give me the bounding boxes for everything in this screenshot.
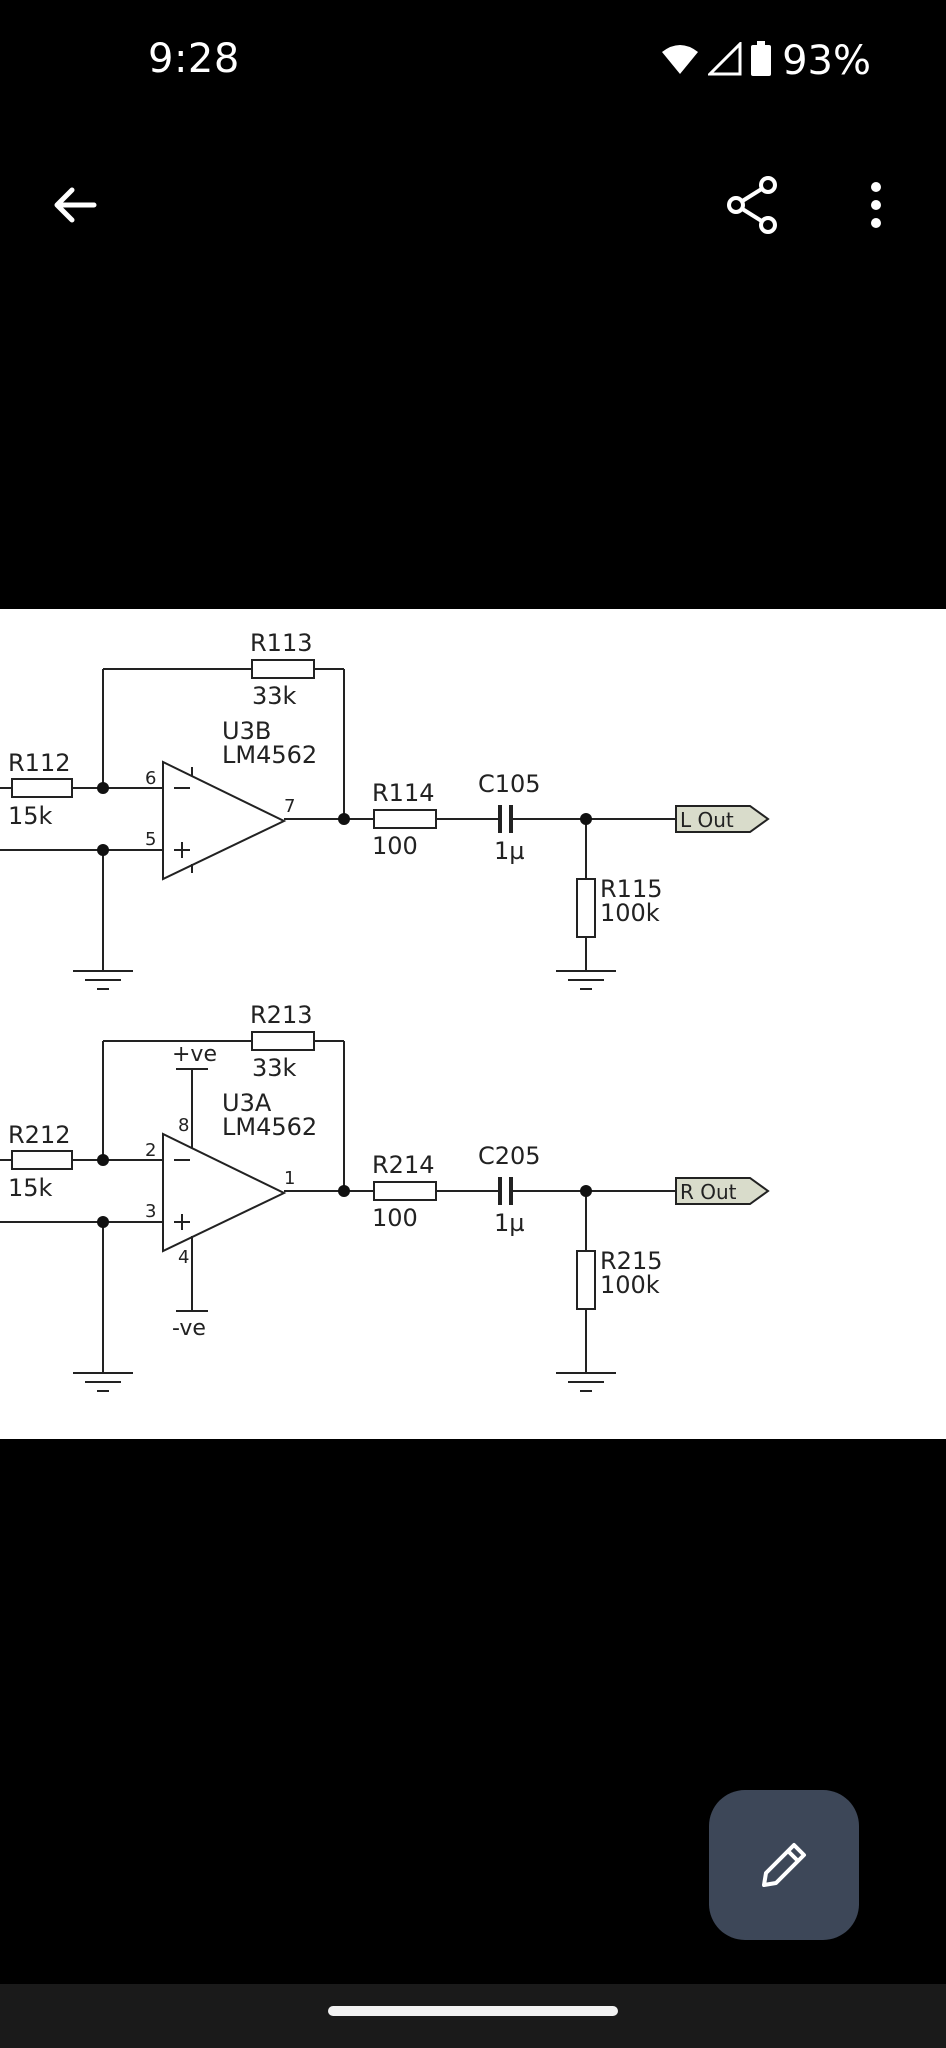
status-time: 9:28 bbox=[148, 36, 240, 82]
u3a-pin-vneg: 4 bbox=[178, 1247, 189, 1268]
top-app-bar bbox=[0, 150, 946, 260]
r212-value: 15k bbox=[8, 1174, 53, 1202]
u3b-pin-inv: 6 bbox=[145, 768, 156, 789]
r212-name: R212 bbox=[8, 1121, 70, 1149]
r114-name: R114 bbox=[372, 779, 434, 807]
c105-value: 1µ bbox=[494, 837, 525, 865]
c105-name: C105 bbox=[478, 770, 541, 798]
u3a-name: U3A bbox=[222, 1089, 272, 1117]
battery-percent: 93% bbox=[782, 38, 871, 84]
r112-name: R112 bbox=[8, 749, 70, 777]
r113-name: R113 bbox=[250, 629, 312, 657]
schematic-image: R113 33k U3B LM4562 R112 15k 6 5 7 R114 … bbox=[0, 629, 770, 1392]
u3b-pin-out: 7 bbox=[284, 796, 295, 817]
r115-name: R115 bbox=[600, 875, 662, 903]
r-out-label: R Out bbox=[680, 1180, 737, 1204]
cell-signal-icon bbox=[706, 40, 742, 80]
status-icons: 93% bbox=[660, 38, 871, 84]
r215-name: R215 bbox=[600, 1247, 662, 1275]
share-icon bbox=[727, 176, 777, 234]
r113-value: 33k bbox=[252, 682, 297, 710]
edit-pencil-icon bbox=[762, 1843, 806, 1887]
l-out-label: L Out bbox=[680, 808, 734, 832]
more-vert-icon bbox=[871, 182, 881, 228]
r215-value: 100k bbox=[600, 1271, 660, 1299]
r114-value: 100 bbox=[372, 832, 418, 860]
u3a-part: LM4562 bbox=[222, 1113, 317, 1141]
status-bar: 9:28 93% bbox=[0, 0, 946, 120]
home-gesture-handle[interactable] bbox=[328, 2006, 618, 2016]
navigation-bar bbox=[0, 1984, 946, 2048]
r115-value: 100k bbox=[600, 899, 660, 927]
u3a-pin-vpos: 8 bbox=[178, 1115, 189, 1136]
back-button[interactable] bbox=[35, 165, 115, 245]
r213-name: R213 bbox=[250, 1001, 312, 1029]
u3b-part: LM4562 bbox=[222, 741, 317, 769]
u3a-pin-inv: 2 bbox=[145, 1140, 156, 1161]
battery-icon bbox=[750, 41, 772, 81]
c205-value: 1µ bbox=[494, 1209, 525, 1237]
u3b-name: U3B bbox=[222, 717, 271, 745]
u3a-pin-out: 1 bbox=[284, 1168, 295, 1189]
image-viewport[interactable]: R113 33k U3B LM4562 R112 15k 6 5 7 R114 … bbox=[0, 609, 946, 1439]
r112-value: 15k bbox=[8, 802, 53, 830]
c205-name: C205 bbox=[478, 1142, 541, 1170]
wifi-icon bbox=[660, 42, 700, 80]
vpos-label: +ve bbox=[172, 1042, 217, 1067]
r213-value: 33k bbox=[252, 1054, 297, 1082]
r214-value: 100 bbox=[372, 1204, 418, 1232]
more-options-button[interactable] bbox=[836, 165, 916, 245]
r214-name: R214 bbox=[372, 1151, 434, 1179]
u3b-pin-noninv: 5 bbox=[145, 829, 156, 850]
share-button[interactable] bbox=[712, 165, 792, 245]
vneg-label: -ve bbox=[172, 1316, 206, 1341]
edit-button[interactable] bbox=[709, 1790, 859, 1940]
u3a-pin-noninv: 3 bbox=[145, 1201, 156, 1222]
arrow-left-icon bbox=[54, 187, 97, 223]
